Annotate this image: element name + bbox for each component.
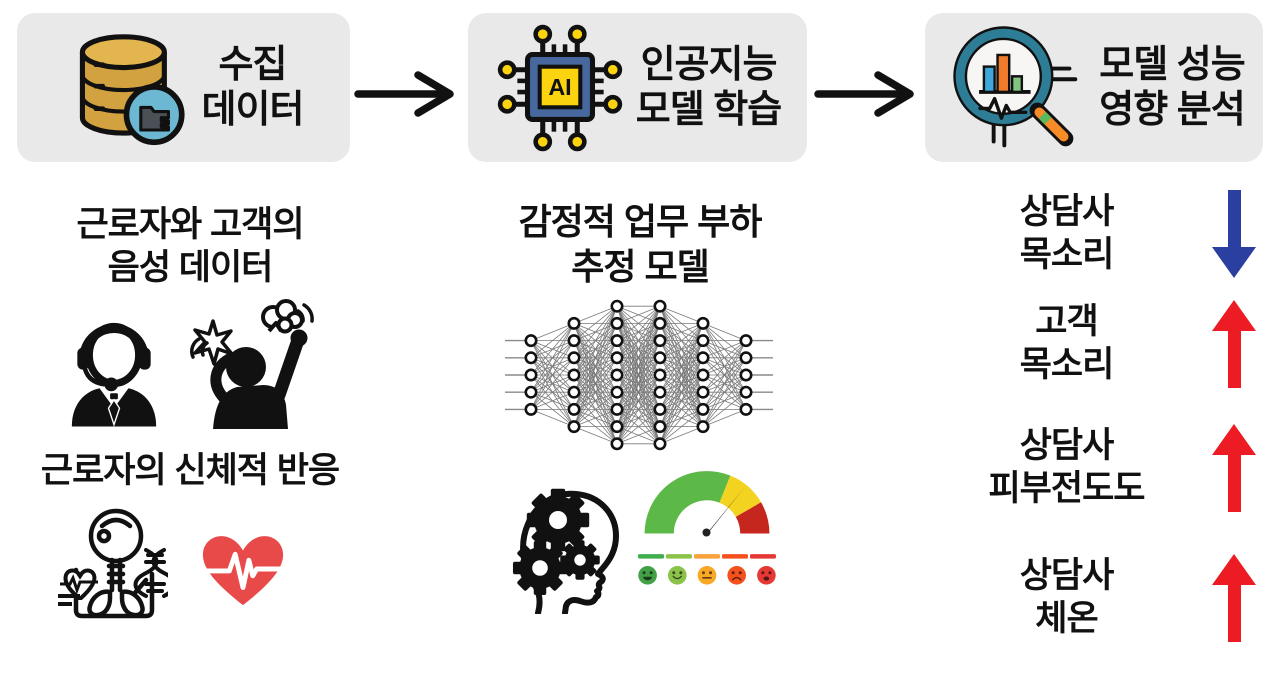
impact-item-skin-conductance: 상담사 피부전도도 [935,420,1270,516]
body-anatomy-icon [54,498,168,622]
impact-item-counselor-voice: 상담사 목소리 [935,186,1270,282]
down-arrow-icon [1198,190,1270,278]
up-arrow-icon [1198,424,1270,512]
flow-arrow-right-icon [814,71,936,117]
impact-label: 고객 목소리 [1019,302,1115,384]
impact-label: 상담사 목소리 [1019,192,1115,274]
physio-data-title: 근로자의 신체적 반응 [40,451,340,490]
headset-agent-icon [59,303,169,429]
step-label-impact-analysis: 모델 성능 영향 분석 [1099,44,1245,131]
database-icon [64,25,192,151]
step-box-collected-data: 수집 데이터 [17,13,350,162]
step-label-collected-data: 수집 데이터 [201,44,305,131]
heart-ecg-icon [194,527,292,611]
impact-label: 상담사 체온 [1019,556,1115,638]
physio-icons-row [48,497,298,623]
angry-customer-icon [183,297,317,429]
impact-item-customer-voice: 고객 목소리 [935,296,1270,392]
brain-gears-icon [506,468,630,614]
magnifier-chart-icon [943,18,1089,158]
voice-data-title: 근로자와 고객의 음성 데이터 [76,205,304,288]
step-box-ai-training: AI 인공지능 모델 학습 [468,13,807,162]
ai-chip-label: AI [548,74,571,100]
ai-chip-icon: AI [494,21,626,155]
model-title: 감정적 업무 부하 추정 모델 [518,201,763,287]
emotion-gauge-icon [634,468,780,595]
voice-icons-row [58,295,318,429]
impact-label: 상담사 피부전도도 [988,426,1145,508]
step-box-impact-analysis: 모델 성능 영향 분석 [925,13,1263,162]
neural-network-icon [503,298,775,452]
up-arrow-icon [1198,300,1270,388]
up-arrow-icon [1198,554,1270,642]
flow-arrow-right-icon [354,71,476,117]
step-label-ai-training: 인공지능 모델 학습 [635,44,782,131]
impact-item-body-temperature: 상담사 체온 [935,550,1270,646]
